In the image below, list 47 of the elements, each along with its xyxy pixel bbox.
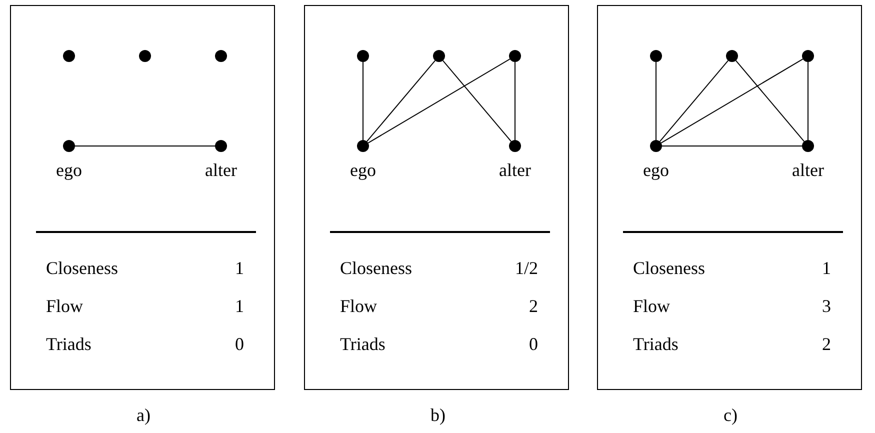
measure-value: 0 [235, 334, 244, 354]
measure-name: Closeness [340, 258, 412, 278]
measure-name: Closeness [633, 258, 705, 278]
measure-value: 0 [529, 334, 538, 354]
vertex-label: alter [205, 160, 237, 180]
vertex-dot [63, 50, 75, 62]
vertex-label: ego [643, 160, 669, 180]
measure-name: Flow [46, 296, 84, 316]
measure-value: 2 [822, 334, 831, 354]
measure-value: 1/2 [514, 258, 538, 278]
panel-caption: a) [136, 405, 150, 425]
vertex-dot [802, 50, 814, 62]
panel-frame [304, 5, 569, 390]
edge-line [366, 60, 436, 142]
vertex-dot [357, 50, 369, 62]
edge-line [368, 58, 510, 144]
vertex-label: alter [792, 160, 824, 180]
panel-caption: b) [430, 405, 446, 425]
edge-line [660, 58, 804, 144]
edge-line [659, 60, 729, 142]
measure-name: Triads [633, 334, 678, 354]
edge-line [514, 62, 516, 140]
vertex-label: alter [499, 160, 531, 180]
measure-value: 1 [822, 258, 831, 278]
edge-line [362, 62, 364, 140]
panel-frame [597, 5, 862, 390]
measure-value: 1 [235, 296, 244, 316]
measure-name: Triads [46, 334, 92, 354]
vertex-dot [650, 50, 662, 62]
measure-value: 1 [235, 258, 244, 278]
measure-name: Flow [633, 296, 670, 316]
vertex-dot [139, 50, 151, 62]
vertex-dot [433, 50, 445, 62]
measure-name: Closeness [46, 258, 118, 278]
vertex-dot [215, 50, 227, 62]
vertex-label: ego [56, 160, 82, 180]
measure-value: 2 [529, 296, 538, 316]
edge-line [442, 60, 512, 142]
vertex-dot [726, 50, 738, 62]
vertex-dot [509, 50, 521, 62]
measure-name: Flow [340, 296, 378, 316]
measure-name: Triads [340, 334, 386, 354]
vertex-label: ego [350, 160, 376, 180]
panel-frame [10, 5, 275, 390]
panel-caption: c) [724, 405, 738, 425]
edge-line [735, 60, 805, 142]
measure-value: 3 [822, 296, 831, 316]
